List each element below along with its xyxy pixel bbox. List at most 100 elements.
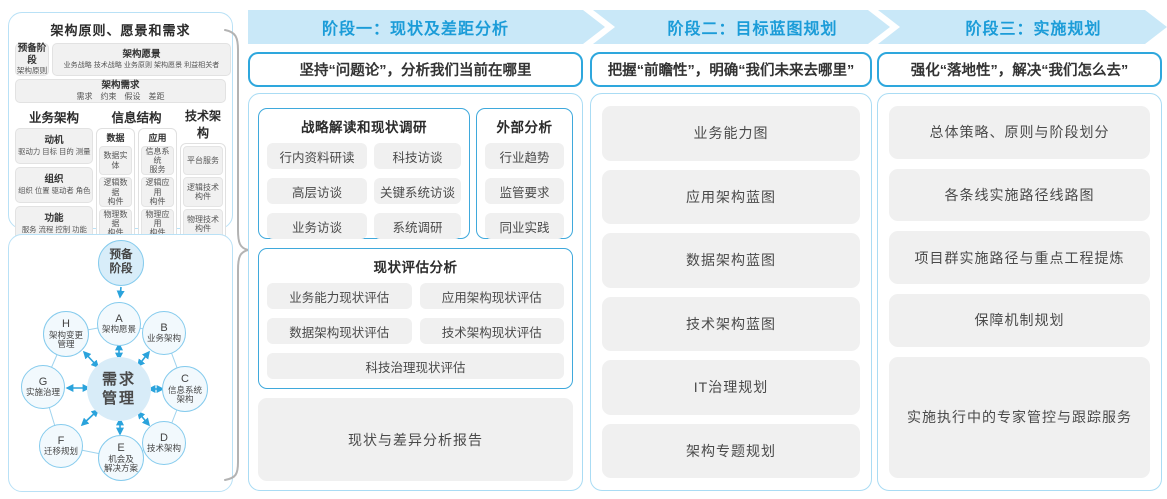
research-item: 高层访谈 [267, 178, 368, 204]
assessment-group-title: 现状评估分析 [373, 260, 458, 275]
external-item: 行业趋势 [485, 143, 564, 169]
assessment-item: 业务能力现状评估 [267, 283, 412, 309]
phase3-content-panel: 总体策略、原则与阶段划分 各条线实施路径线路图 项目群实施路径与重点工程提炼 保… [877, 93, 1162, 491]
node-label: 业务架构 [146, 333, 181, 344]
architecture-vision-title: 架构愿景 [122, 48, 161, 60]
phase1-subtitle: 坚持“问题论”，分析我们当前在哪里 [299, 63, 532, 79]
prep-phase-box: 预备阶段 架构原则 [15, 43, 49, 76]
motivation-box: 动机 驱动力 目标 目的 测量 [15, 127, 93, 164]
business-architecture-column: 业务架构 动机 驱动力 目标 目的 测量 组织 组织 位置 驱动者 角色 功能 … [15, 106, 93, 242]
application-subpanel: 应用 信息系统 服务 逻辑应用 构件 物理应用 构件 [138, 127, 177, 242]
cycle-node-g: G 实施治理 [21, 365, 65, 409]
phase3-title: 阶段三：实施规划 [965, 21, 1102, 38]
node-letter: C [181, 373, 189, 386]
framework-sections: 业务架构 动机 驱动力 目标 目的 测量 组织 组织 位置 驱动者 角色 功能 … [15, 106, 226, 242]
cycle-node-e: E 机会及 解决方案 [98, 435, 144, 481]
external-item: 同业实践 [485, 213, 564, 239]
phase2-item: 技术架构蓝图 [602, 296, 860, 351]
architecture-vision-box: 架构愿景 业务战略 技术战略 业务原则 架构愿景 利益相关者 [52, 43, 231, 76]
phase1-output-box: 现状与差异分析报告 [258, 398, 573, 481]
research-item: 行内资料研读 [267, 143, 368, 169]
technology-item: 物理技术 构件 [183, 209, 223, 239]
assessment-item: 数据架构现状评估 [267, 318, 412, 344]
phase3-subtitle-box: 强化“落地性”，解决“我们怎么去” [877, 52, 1162, 87]
research-group-box: 战略解读和现状调研 行内资料研读 科技访谈 高层访谈 关键系统访谈 业务访谈 系… [258, 108, 470, 239]
data-item: 数据实体 [99, 145, 132, 176]
cycle-node-h: H 架构变更 管理 [43, 311, 89, 357]
phase2-subtitle: 把握“前瞻性”，明确“我们未来去哪里” [607, 63, 855, 79]
assessment-item: 技术架构现状评估 [419, 318, 564, 344]
phase3-item: 各条线实施路径线路图 [889, 168, 1150, 222]
node-letter: E [117, 442, 125, 455]
architecture-requirement-box: 架构需求 需求 约束 假设 差距 [15, 79, 226, 103]
node-label: 迁移规划 [43, 446, 78, 457]
data-item: 物理数据 构件 [99, 209, 132, 239]
phase3-subtitle: 强化“落地性”，解决“我们怎么去” [910, 63, 1129, 79]
information-structure-header: 信息结构 [111, 110, 162, 125]
node-label: 机会及 解决方案 [103, 453, 138, 474]
phase2-item: 业务能力图 [602, 106, 860, 161]
assessment-item: 应用架构现状评估 [419, 283, 564, 309]
technology-item: 逻辑技术 构件 [183, 177, 223, 207]
phase3-item: 项目群实施路径与重点工程提炼 [889, 231, 1150, 285]
phase1-band: 阶段一：现状及差距分析 [248, 10, 605, 44]
phase3-item: 实施执行中的专家管控与跟踪服务 [889, 356, 1150, 479]
phase2-item: 应用架构蓝图 [602, 169, 860, 224]
data-subpanel-header: 数据 [106, 132, 125, 143]
external-analysis-title: 外部分析 [496, 120, 553, 135]
phase2-item: 架构专题规划 [602, 423, 860, 478]
node-letter: D [160, 432, 168, 445]
data-item: 逻辑数据 构件 [99, 177, 132, 207]
business-architecture-header: 业务架构 [28, 110, 79, 125]
technology-item: 平台服务 [183, 145, 223, 176]
research-item: 关键系统访谈 [374, 178, 461, 204]
architecture-requirement-title: 架构需求 [101, 80, 140, 91]
research-item: 系统调研 [374, 213, 461, 239]
information-structure-column: 信息结构 数据 数据实体 逻辑数据 构件 物理数据 构件 应用 信息系统 服务 … [96, 106, 177, 242]
node-letter: A [115, 313, 123, 326]
cycle-node-b: B 业务架构 [142, 311, 186, 355]
external-item: 监管要求 [485, 178, 564, 204]
application-item: 物理应用 构件 [141, 209, 174, 239]
node-letter: F [57, 435, 65, 448]
phase3-band: 阶段三：实施规划 [878, 10, 1167, 44]
framework-title: 架构原则、愿景和需求 [50, 23, 191, 38]
research-item: 业务访谈 [267, 213, 368, 239]
research-group-title: 战略解读和现状调研 [301, 120, 427, 135]
cycle-node-f: F 迁移规划 [39, 424, 83, 468]
cycle-node-a: A 架构愿景 [97, 302, 141, 346]
phase3-item: 总体策略、原则与阶段划分 [889, 106, 1150, 159]
phase2-item: IT治理规划 [602, 360, 860, 415]
phase2-item: 数据架构蓝图 [602, 233, 860, 288]
research-item: 科技访谈 [374, 143, 461, 169]
node-letter: B [160, 322, 168, 335]
phase1-content-panel: 战略解读和现状调研 行内资料研读 科技访谈 高层访谈 关键系统访谈 业务访谈 系… [248, 93, 583, 491]
phase2-content-panel: 业务能力图 应用架构蓝图 数据架构蓝图 技术架构蓝图 IT治理规划 架构专题规划 [590, 93, 872, 491]
function-sub: 服务 流程 控制 功能 [21, 224, 87, 234]
organization-sub: 组织 位置 驱动者 角色 [17, 186, 91, 195]
application-item: 逻辑应用 构件 [141, 177, 174, 207]
framework-row-vision: 预备阶段 架构原则 架构愿景 业务战略 技术战略 业务原则 架构愿景 利益相关者 [15, 43, 231, 76]
node-label: 架构变更 管理 [48, 329, 83, 350]
node-label: 架构愿景 [101, 324, 136, 335]
motivation-title: 动机 [44, 134, 64, 146]
phase3-item: 保障机制规划 [889, 294, 1150, 347]
assessment-group-box: 现状评估分析 业务能力现状评估 应用架构现状评估 数据架构现状评估 技术架构现状… [258, 248, 573, 389]
framework-panel: 架构原则、愿景和需求 预备阶段 架构原则 架构愿景 业务战略 技术战略 业务原则… [8, 12, 233, 280]
data-subpanel: 数据 数据实体 逻辑数据 构件 物理数据 构件 [96, 127, 135, 242]
application-item: 信息系统 服务 [141, 145, 174, 176]
cycle-node-d: D 技术架构 [142, 421, 186, 465]
phase1-subtitle-box: 坚持“问题论”，分析我们当前在哪里 [248, 52, 583, 87]
phase2-subtitle-box: 把握“前瞻性”，明确“我们未来去哪里” [590, 52, 872, 87]
phase1-title: 阶段一：现状及差距分析 [321, 21, 509, 38]
function-title: 功能 [44, 212, 64, 224]
cycle-node-c: C 信息系统 架构 [162, 366, 208, 412]
node-label: 技术架构 [146, 443, 181, 454]
prep-phase-title: 预备阶段 [17, 42, 47, 66]
prep-phase-circle: 预备 阶段 [98, 240, 144, 286]
node-letter: H [62, 318, 70, 331]
organization-box: 组织 组织 位置 驱动者 角色 [15, 166, 93, 203]
motivation-sub: 驱动力 目标 目的 测量 [17, 147, 91, 156]
organization-title: 组织 [44, 173, 64, 185]
